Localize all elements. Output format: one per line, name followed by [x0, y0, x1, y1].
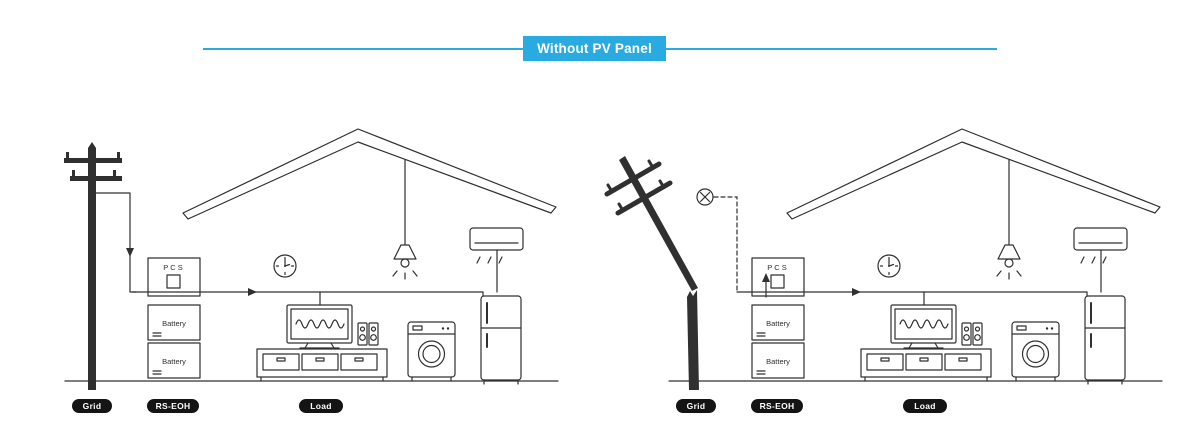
house-unit-right: [668, 128, 1163, 414]
diagram-canvas: PCS Battery Battery Grid RS-EOH Load: [64, 128, 1163, 414]
title-rule-left: [203, 47, 524, 50]
battery-label: Battery: [162, 357, 186, 366]
grid-pill-label: Grid: [687, 401, 706, 411]
section-title: Without PV Panel: [523, 36, 666, 61]
pole-stub: [687, 290, 699, 390]
up-arrow-icon: [762, 273, 770, 298]
disconnected-wire-dashed: [713, 196, 738, 291]
battery-label: Battery: [766, 357, 790, 366]
title-banner: Without PV Panel: [0, 36, 1200, 61]
grid-pill-label: Grid: [83, 401, 102, 411]
pcs-label: PCS: [163, 263, 184, 272]
pcs-label: PCS: [767, 263, 788, 272]
grid-feed-wire: [95, 192, 137, 293]
battery-label: Battery: [766, 319, 790, 328]
grid-pole-left: [64, 142, 137, 390]
load-pill-label: Load: [914, 401, 936, 411]
house-unit-left: [64, 128, 559, 414]
battery-label: Battery: [162, 319, 186, 328]
load-pill-label: Load: [310, 401, 332, 411]
broken-grid-pole-right: [604, 156, 770, 390]
system-pill-label: RS-EOH: [760, 401, 795, 411]
system-pill-label: RS-EOH: [156, 401, 191, 411]
fallen-pole: [619, 156, 698, 291]
circle-x-icon: [696, 188, 714, 206]
title-rule-right: [665, 47, 997, 50]
down-arrow-icon: [126, 248, 134, 257]
